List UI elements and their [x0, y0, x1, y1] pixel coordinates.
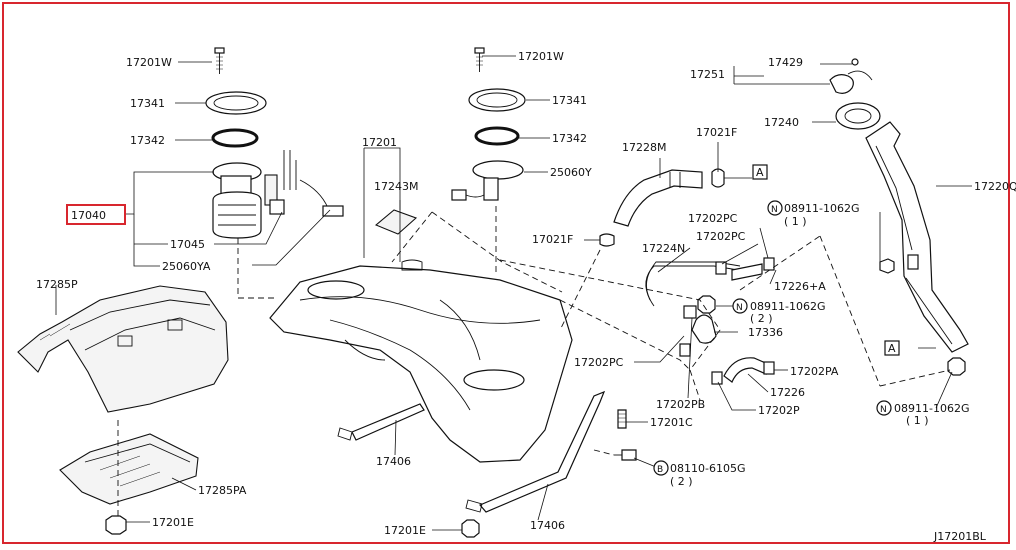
label-17201[interactable]: 17201: [362, 136, 397, 149]
fuel-tank[interactable]: [269, 259, 573, 463]
label-17228m[interactable]: 17228M: [622, 141, 666, 154]
gasket-17342-left[interactable]: [211, 128, 259, 148]
hose-17336[interactable]: [691, 314, 717, 344]
label-17201e-bottom[interactable]: 17201E: [384, 524, 426, 537]
ring-17341-mid[interactable]: [468, 88, 526, 112]
ref-box-a-mid[interactable]: A: [884, 340, 900, 356]
label-17243m[interactable]: 17243M: [374, 180, 418, 193]
label-17021f-mid[interactable]: 17021F: [532, 233, 573, 246]
strap-17406-bottom[interactable]: [465, 390, 606, 513]
label-25060y[interactable]: 25060Y: [550, 166, 592, 179]
label-17201w-mid[interactable]: 17201W: [518, 50, 564, 63]
label-17406-bottom[interactable]: 17406: [530, 519, 565, 532]
clip-17202pc-b[interactable]: [763, 257, 775, 271]
strap-17406-left[interactable]: [337, 403, 425, 441]
clip-17202pc-a[interactable]: [715, 261, 727, 275]
heat-shield-17285pa[interactable]: [59, 433, 199, 505]
label-17341-left[interactable]: 17341: [130, 97, 165, 110]
assembly-dashed-lines: [117, 206, 951, 520]
ref-box-a-top[interactable]: A: [752, 164, 768, 180]
svg-text:B: B: [657, 465, 663, 475]
ring-17240[interactable]: [835, 102, 881, 130]
hose-17224n[interactable]: [645, 261, 741, 307]
hose-17228m[interactable]: [613, 169, 703, 227]
circle-b[interactable]: B: [653, 460, 669, 476]
nut-17201e-bottom[interactable]: [461, 519, 480, 538]
label-17226[interactable]: 17226: [770, 386, 805, 399]
label-17202p[interactable]: 17202P: [758, 404, 800, 417]
bolt-17201c[interactable]: [617, 409, 627, 429]
label-17202pb[interactable]: 17202PB: [656, 398, 705, 411]
pad-17243m[interactable]: [374, 209, 418, 235]
label-17285p[interactable]: 17285P: [36, 278, 78, 291]
label-17226a[interactable]: 17226+A: [774, 280, 826, 293]
gasket-17342-mid[interactable]: [474, 126, 520, 146]
label-17202pa[interactable]: 17202PA: [790, 365, 839, 378]
sender-25060y[interactable]: [451, 160, 524, 201]
label-17220q[interactable]: 17220Q: [974, 180, 1016, 193]
label-17201e-left[interactable]: 17201E: [152, 516, 194, 529]
label-17021f-top[interactable]: 17021F: [696, 126, 737, 139]
label-08911-bot-qty: ( 1 ): [906, 414, 929, 427]
clip-17202p[interactable]: [711, 371, 723, 385]
part-labels: 17201W 17341 17342 17040 17045 25060YA 1…: [36, 50, 1016, 543]
label-08911-top[interactable]: 08911-1062G: [784, 202, 859, 215]
label-08911-bot[interactable]: 08911-1062G: [894, 402, 969, 415]
label-08110-qty: ( 2 ): [670, 475, 693, 488]
bolt-08110[interactable]: [614, 449, 637, 461]
label-17224n[interactable]: 17224N: [642, 242, 685, 255]
label-17202pc-c[interactable]: 17202PC: [574, 356, 624, 369]
hose-17226[interactable]: [723, 357, 769, 383]
circle-n-bot[interactable]: N: [876, 400, 892, 416]
label-08110[interactable]: 08110-6105G: [670, 462, 745, 475]
label-17429[interactable]: 17429: [768, 56, 803, 69]
label-17040[interactable]: 17040: [71, 209, 106, 222]
label-17342-mid[interactable]: 17342: [552, 132, 587, 145]
highlight-box-17040: [66, 204, 126, 225]
clip-17202pa[interactable]: [763, 361, 775, 375]
svg-text:A: A: [756, 166, 764, 179]
circle-n-mid[interactable]: N: [732, 298, 748, 314]
heat-shield-17285p[interactable]: [17, 285, 229, 413]
leader-lines: [55, 55, 972, 531]
label-17202pc-b[interactable]: 17202PC: [696, 230, 746, 243]
diagram-id: J17201BL: [933, 530, 987, 543]
fuel-pump-17040[interactable]: [212, 150, 344, 239]
cap-17429[interactable]: [829, 58, 873, 94]
label-17251[interactable]: 17251: [690, 68, 725, 81]
svg-text:N: N: [736, 303, 743, 313]
label-17336[interactable]: 17336: [748, 326, 783, 339]
nut-08911-mid[interactable]: [697, 295, 716, 314]
clip-17021f-mid[interactable]: [599, 233, 615, 247]
label-17341-mid[interactable]: 17341: [552, 94, 587, 107]
bolt-17201w-left[interactable]: [214, 47, 225, 74]
label-08911-top-qty: ( 1 ): [784, 215, 807, 228]
clip-17202pb[interactable]: [683, 305, 697, 319]
svg-text:N: N: [771, 205, 778, 215]
label-17201c[interactable]: 17201C: [650, 416, 693, 429]
circle-n-top[interactable]: N: [767, 200, 783, 216]
label-17240[interactable]: 17240: [764, 116, 799, 129]
filler-tube-17220q[interactable]: [865, 121, 969, 353]
ring-17341-left[interactable]: [205, 91, 267, 115]
label-25060ya[interactable]: 25060YA: [162, 260, 211, 273]
label-08911-mid[interactable]: 08911-1062G: [750, 300, 825, 313]
hose-17226a[interactable]: [731, 263, 763, 281]
bolt-17201w-mid[interactable]: [474, 47, 485, 72]
clip-17202pc-c[interactable]: [679, 343, 691, 357]
nut-17201e-left[interactable]: [105, 515, 127, 535]
label-17202pc-a[interactable]: 17202PC: [688, 212, 738, 225]
label-17285pa[interactable]: 17285PA: [198, 484, 247, 497]
label-17045[interactable]: 17045: [170, 238, 205, 251]
svg-text:A: A: [888, 342, 896, 355]
label-17201w-left[interactable]: 17201W: [126, 56, 172, 69]
label-17406-left[interactable]: 17406: [376, 455, 411, 468]
nut-08911-bottom[interactable]: [947, 357, 966, 376]
svg-text:N: N: [880, 405, 887, 415]
clip-17021f-top[interactable]: [711, 168, 725, 188]
label-08911-mid-qty: ( 2 ): [750, 312, 773, 325]
label-17342-left[interactable]: 17342: [130, 134, 165, 147]
